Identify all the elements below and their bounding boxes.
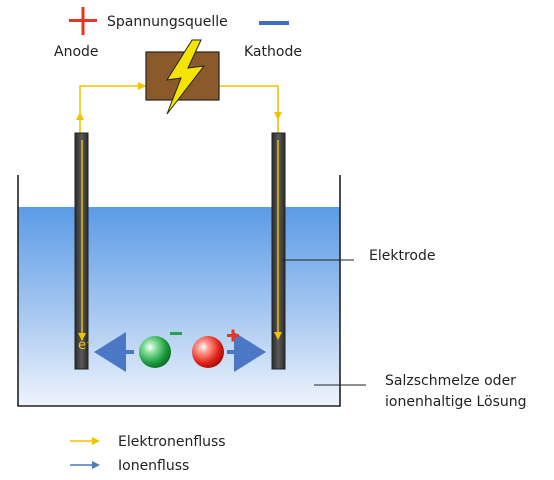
container-label-line2: ionenhaltige Lösung [385,394,527,410]
legend-electron-arrowhead [92,437,100,445]
cation-ball [192,336,224,368]
legend: Elektronenfluss Ionenfluss [70,434,226,474]
cation-charge-plus [227,329,239,342]
wire-cathode [219,85,279,133]
voltage-source [145,39,220,115]
wire-cathode-arrow [274,112,282,120]
source-minus-icon [259,21,289,25]
wire-anode-arrow [76,112,84,120]
source-plus-icon [69,7,97,35]
legend-electron-flow: Elektronenfluss [118,434,226,450]
legend-ion-arrowhead [92,461,100,469]
electrode-label: Elektrode [369,248,435,264]
cathode-electron-arrow [274,332,282,340]
lightning-bolt-icon [166,39,206,115]
anode-label: Anode [54,44,99,60]
container-outline [17,175,341,407]
legend-ion-flow: Ionenfluss [118,458,189,474]
cathode-label: Kathode [244,44,302,60]
container-label-line1: Salzschmelze oder [385,373,516,389]
source-label: Spannungsquelle [107,14,228,30]
wire-anode [79,85,146,133]
anion-ball [139,336,171,368]
electrolyte-liquid [18,207,340,406]
electron-symbol: e⁻ [78,338,93,353]
anion-charge-minus [170,332,182,335]
wire-top-arrow [138,82,146,90]
anode-electron-arrow [78,333,86,341]
